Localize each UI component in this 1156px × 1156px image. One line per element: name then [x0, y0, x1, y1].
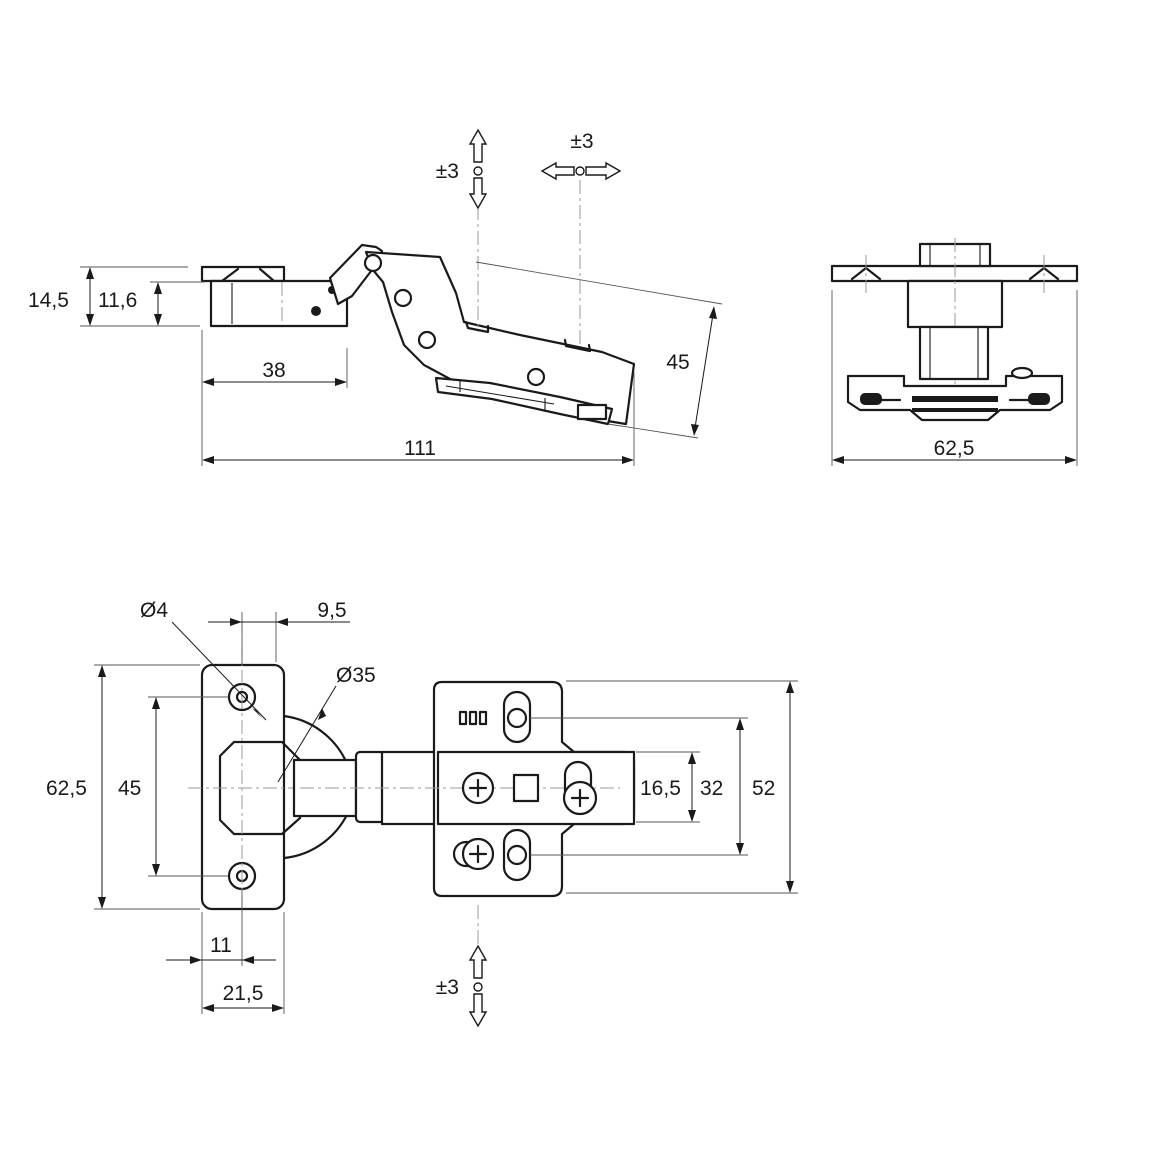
dim-62-5-end: 62,5	[934, 437, 975, 460]
side-lateral-adjust-label: ±3	[570, 130, 593, 153]
top-slots	[458, 710, 488, 726]
top-view: ±3 Ø4 9,5 Ø35 62,5 45 11	[46, 599, 798, 1028]
side-lateral-adjust-arrows	[540, 161, 622, 181]
dim-52: 52	[752, 777, 775, 800]
top-square-slot	[512, 773, 540, 803]
dim-11: 11	[210, 934, 232, 957]
dim-21-5: 21,5	[223, 982, 264, 1005]
top-depth-adjust-label: ±3	[436, 976, 459, 999]
dim-11-6: 11,6	[98, 289, 137, 312]
side-vertical-adjust-arrows	[468, 128, 488, 210]
side-countersink	[220, 267, 276, 283]
dim-45-angle: 45	[666, 351, 689, 374]
side-vertical-adjust-label: ±3	[436, 160, 459, 183]
dim-14-5: 14,5	[28, 289, 69, 312]
end-arm	[918, 325, 990, 381]
dim-38: 38	[262, 359, 285, 382]
top-depth-adjust-arrows	[468, 944, 488, 1028]
dim-16-5: 16,5	[640, 777, 681, 800]
top-cup-outline	[218, 740, 302, 836]
dim-9-5: 9,5	[317, 599, 346, 622]
dim-32: 32	[700, 777, 723, 800]
dim-45-spacing: 45	[118, 777, 141, 800]
dim-111: 111	[404, 437, 436, 460]
top-mount-plate	[200, 663, 286, 911]
dim-62-5-top: 62,5	[46, 777, 87, 800]
side-view: ±3 ±3 14,5 11,6 38 111 45	[28, 128, 723, 466]
end-view: 62,5	[830, 238, 1079, 466]
side-pivot-dot	[311, 306, 321, 316]
dim-dia-35: Ø35	[336, 664, 376, 687]
side-cup	[209, 279, 349, 328]
dim-dia-4: Ø4	[140, 599, 168, 622]
